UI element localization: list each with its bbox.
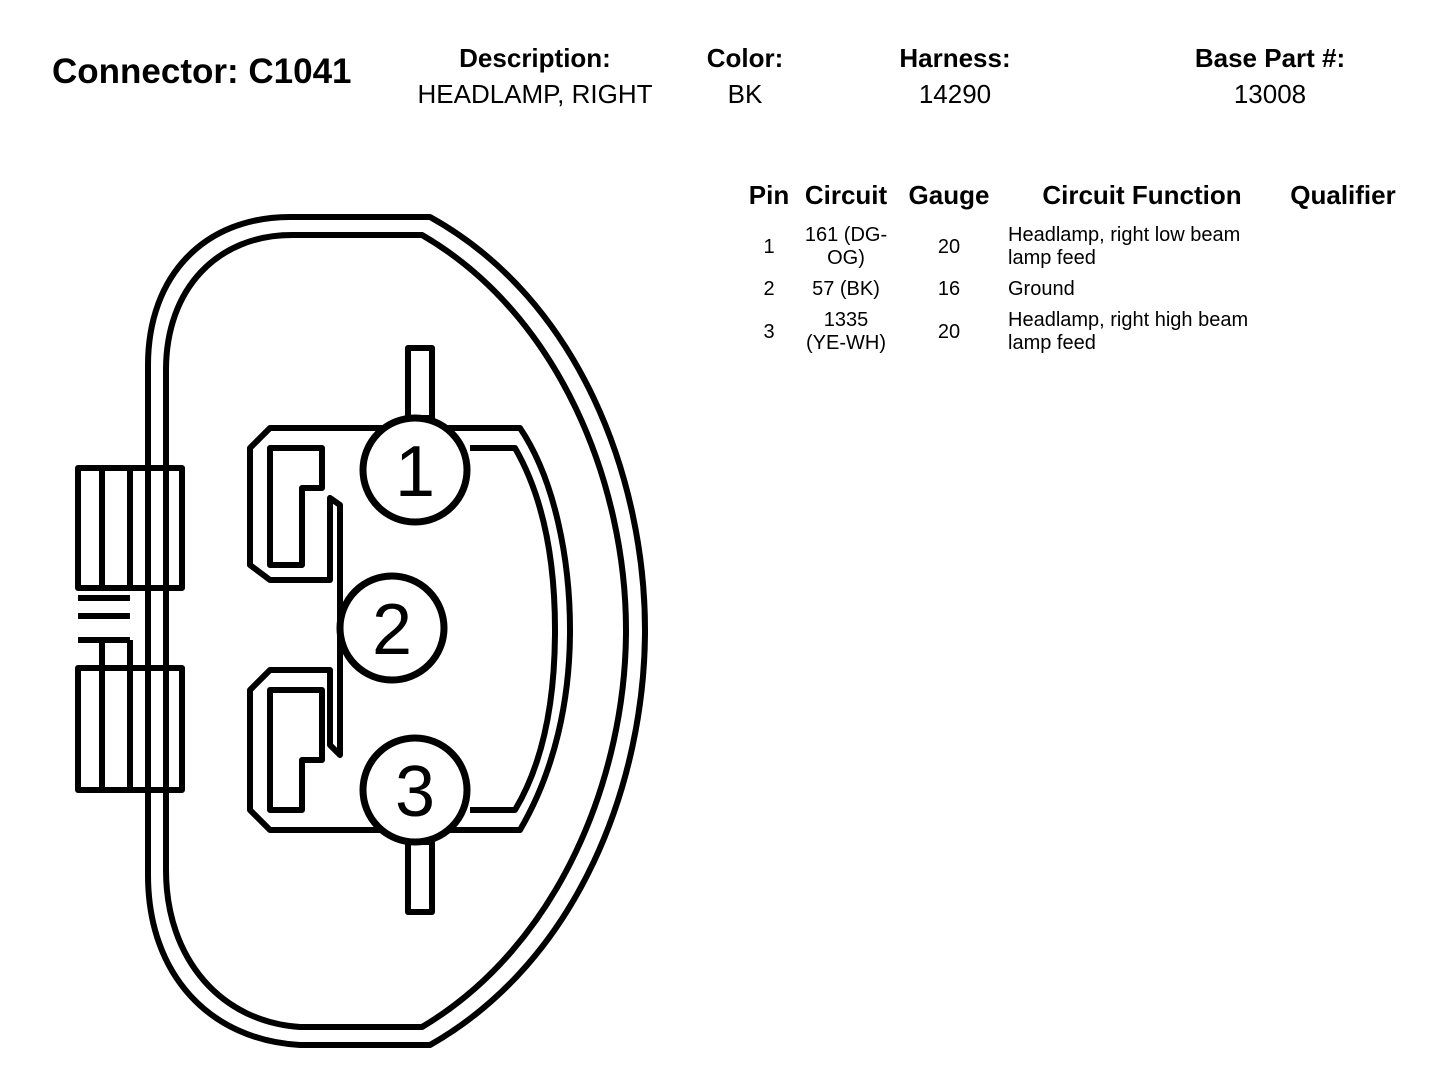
pin-table: Pin Circuit Gauge Circuit Function Quali… [742, 176, 1404, 360]
terminal-cavity-inner-outline [470, 445, 558, 813]
pin-3-circle [359, 734, 471, 846]
qualifier-cell [1282, 221, 1404, 275]
header-pin: Pin [748, 180, 790, 210]
description-value: HEADLAMP, RIGHT [417, 79, 653, 109]
locking-tab-lower [75, 637, 185, 793]
pin-cell: 1 [763, 235, 775, 258]
connector-title: Connector: C1041 [52, 52, 352, 91]
pin-1-circle [359, 414, 471, 526]
color-field: Color: BK [690, 42, 800, 114]
harness-field: Harness: 14290 [880, 42, 1030, 114]
locking-tab-upper [75, 465, 185, 619]
table-row: 1 161 (DG-OG) 20 Headlamp, right low bea… [742, 221, 1404, 275]
pin-2-circle [336, 572, 448, 684]
gauge-cell: 16 [937, 278, 961, 300]
pin-1: 1 [359, 414, 471, 526]
harness-label: Harness: [899, 43, 1011, 73]
circuit-cell: 1335 (YE-WH) [806, 309, 886, 354]
pin-2: 2 [336, 572, 448, 684]
function-cell: Headlamp, right low beam lamp feed [1008, 224, 1241, 269]
circuit-cell: 161 (DG-OG) [804, 224, 888, 269]
header-circuit: Circuit [804, 180, 888, 210]
table-row: 3 1335 (YE-WH) 20 Headlamp, right high b… [742, 306, 1404, 360]
description-label: Description: [459, 43, 611, 73]
connector-face-diagram: 1 2 3 [75, 214, 648, 1048]
base-part-value: 13008 [1233, 79, 1307, 109]
pin-table-header-row: Pin Circuit Gauge Circuit Function Quali… [742, 176, 1404, 221]
qualifier-cell [1282, 275, 1404, 306]
latch-upper [267, 445, 325, 568]
pin-3-label: 3 [395, 752, 435, 832]
base-part-label: Base Part #: [1194, 43, 1346, 73]
pin-2-label: 2 [372, 590, 412, 670]
function-cell: Headlamp, right high beam lamp feed [1008, 309, 1249, 354]
latch-lower [267, 687, 325, 813]
pin-1-key [405, 345, 435, 421]
base-part-field: Base Part #: 13008 [1170, 42, 1370, 114]
header-gauge: Gauge [908, 180, 990, 210]
gauge-cell: 20 [937, 235, 961, 258]
description-field: Description: HEADLAMP, RIGHT [405, 42, 665, 114]
pin-cell: 2 [763, 278, 775, 300]
housing-outer-outline [145, 214, 648, 1048]
function-cell: Ground [1008, 278, 1075, 300]
pin-3: 3 [359, 734, 471, 846]
header-circuit-function: Circuit Function [1042, 180, 1242, 210]
pin-cell: 3 [763, 320, 775, 343]
gauge-cell: 20 [937, 320, 961, 343]
pin-3-key [405, 839, 435, 915]
color-value: BK [727, 79, 763, 109]
qualifier-cell [1282, 306, 1404, 360]
housing-inner-outline [163, 232, 629, 1030]
table-row: 2 57 (BK) 16 Ground [742, 275, 1404, 306]
harness-value: 14290 [918, 79, 992, 109]
color-label: Color: [706, 43, 784, 73]
header-qualifier: Qualifier [1290, 180, 1396, 210]
terminal-cavity-outline [247, 425, 573, 833]
circuit-cell: 57 (BK) [812, 278, 880, 300]
pin-1-label: 1 [395, 432, 435, 512]
